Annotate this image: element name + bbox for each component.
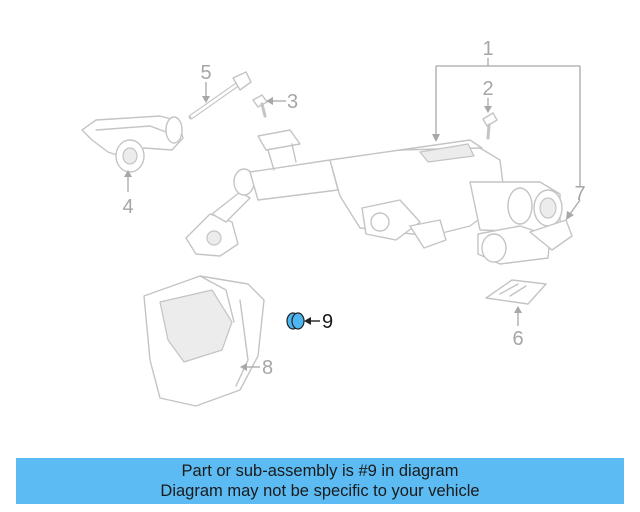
callout-8: 8 [262,357,273,379]
callout-2: 2 [482,78,493,100]
banner-line-part: Part or sub-assembly is #9 in diagram [181,462,459,480]
part-2-screw[interactable] [482,112,498,140]
part-4-bracket[interactable] [81,115,184,173]
callout-5: 5 [200,62,211,84]
part-3-bolt[interactable] [252,94,268,118]
part-6-plate[interactable] [485,279,547,305]
part-8-shroud[interactable] [143,275,265,407]
banner-line-disclaimer: Diagram may not be specific to your vehi… [160,482,480,500]
callout-7: 7 [574,183,585,205]
callout-3: 3 [287,91,298,113]
callout-4: 4 [122,196,133,218]
part-9-clip[interactable] [286,312,305,330]
callout-1: 1 [482,38,493,60]
diagram-notice-banner: Part or sub-assembly is #9 in diagram Di… [16,458,624,504]
leader-lines [124,58,581,371]
callout-9: 9 [322,311,333,333]
part-1-steering-column[interactable] [185,129,573,265]
part-5-bolt[interactable] [188,71,252,120]
parts-diagram: 1 2 3 4 5 6 7 8 9 [81,38,586,407]
callout-6: 6 [512,328,523,350]
